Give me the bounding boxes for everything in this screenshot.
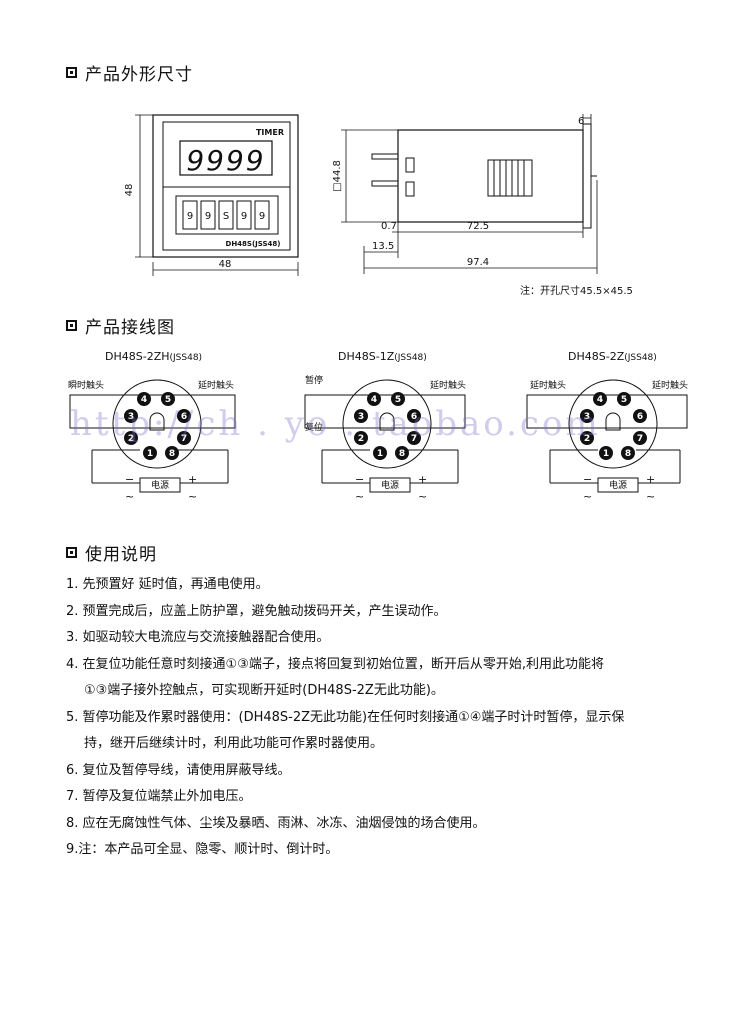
instruction-5: 5. 暂停功能及作累时器使用：(DH48S-2Z无此功能)在任何时刻接通①④端子… bbox=[66, 709, 625, 725]
dim-panel-label: □44.8 bbox=[332, 160, 343, 192]
svg-text:−: − bbox=[583, 473, 592, 486]
cutout-note: 注：开孔尺寸45.5×45.5 bbox=[520, 286, 633, 297]
pin-3: 3 bbox=[128, 412, 134, 422]
instruction-3: 3. 如驱动较大电流应与交流接触器配合使用。 bbox=[66, 630, 330, 645]
svg-text:7: 7 bbox=[637, 434, 643, 444]
watermark-text: http://ch . yo . taobao.com bbox=[70, 404, 601, 444]
side-vents bbox=[487, 159, 533, 197]
wiring-diagram-1: 4 5 3 6 2 7 1 8 瞬时触头 延时触头 电源 − + ~ ~ bbox=[68, 379, 236, 503]
dial-digit-3: S bbox=[223, 211, 229, 222]
wiring-title-2: DH48S-1Z(JSS48) bbox=[338, 350, 427, 363]
dial-digit-5: 9 bbox=[259, 211, 265, 222]
dim-depth-top-label: 6 bbox=[578, 116, 584, 127]
svg-text:8: 8 bbox=[625, 449, 631, 459]
svg-text:6: 6 bbox=[411, 412, 417, 422]
section-title-dimensions: 产品外形尺寸 bbox=[66, 60, 193, 85]
svg-text:~: ~ bbox=[418, 490, 427, 503]
svg-text:−: − bbox=[355, 473, 364, 486]
dimension-drawing: TIMER 9999 9 9 S 9 9 DH48S(JSS48) 48 48 bbox=[124, 114, 598, 276]
svg-text:5: 5 bbox=[621, 395, 627, 405]
svg-text:+: + bbox=[188, 473, 197, 486]
instruction-4-cont: ①③端子接外控触点，可实现断开延时(DH48S-2Z无此功能)。 bbox=[84, 683, 444, 698]
label-delay-contact-left: 延时触头 bbox=[530, 379, 566, 391]
square-bullet-icon bbox=[66, 320, 77, 331]
instruction-6: 6. 复位及暂停导线，请使用屏蔽导线。 bbox=[66, 762, 291, 778]
dial-digit-4: 9 bbox=[241, 211, 247, 222]
svg-text:~: ~ bbox=[583, 490, 592, 503]
wiring-diagrams: 4 5 3 6 2 7 1 8 瞬时触头 延时触头 电源 − + ~ ~ bbox=[68, 374, 688, 503]
label-pause: 暂停 bbox=[305, 374, 323, 386]
svg-text:~: ~ bbox=[125, 490, 134, 503]
svg-text:4: 4 bbox=[597, 395, 603, 405]
pin-8: 8 bbox=[169, 449, 175, 459]
label-reset: 复位 bbox=[305, 421, 323, 433]
svg-text:2: 2 bbox=[584, 434, 590, 444]
label-delay-contact: 延时触头 bbox=[430, 379, 466, 391]
svg-text:1: 1 bbox=[603, 449, 609, 459]
wiring-title-1: DH48S-2ZH(JSS48) bbox=[105, 350, 203, 363]
side-view bbox=[341, 114, 598, 274]
dim-07-label: 0.7 bbox=[381, 221, 397, 232]
section-title-usage: 使用说明 bbox=[66, 540, 157, 565]
usage-instructions: 1. 先预置好 延时值，再通电使用。 2. 预置完成后，应盖上防护罩，避免触动拨… bbox=[66, 572, 726, 864]
svg-text:5: 5 bbox=[395, 395, 401, 405]
display-digits: 9999 bbox=[186, 144, 265, 177]
wiring-diagram-2: 4 5 3 6 2 7 1 8 暂停 复位 延时触头 电源 − + ~ ~ bbox=[304, 374, 466, 503]
label-power: 电源 bbox=[151, 479, 169, 491]
instruction-9: 9.注：本产品可全显、隐零、顺计时、倒计时。 bbox=[66, 842, 339, 857]
square-bullet-icon bbox=[66, 67, 77, 78]
dim-135-label: 13.5 bbox=[372, 241, 394, 252]
dim-974-label: 97.4 bbox=[467, 257, 489, 268]
svg-text:电源: 电源 bbox=[609, 479, 627, 491]
label-delay-contact: 延时触头 bbox=[198, 379, 234, 391]
front-view bbox=[135, 114, 299, 276]
pin-5: 5 bbox=[165, 395, 171, 405]
dial-switches bbox=[182, 200, 270, 230]
side-pins bbox=[371, 153, 415, 197]
instruction-2: 2. 预置完成后，应盖上防护罩，避免触动拨码开关，产生误动作。 bbox=[66, 603, 447, 619]
svg-text:~: ~ bbox=[188, 490, 197, 503]
svg-text:+: + bbox=[646, 473, 655, 486]
pin-2: 2 bbox=[128, 434, 134, 444]
svg-text:~: ~ bbox=[646, 490, 655, 503]
model-label: DH48S(JSS48) bbox=[226, 240, 281, 248]
svg-text:1: 1 bbox=[377, 449, 383, 459]
dial-digit-2: 9 bbox=[205, 211, 211, 222]
svg-text:6: 6 bbox=[637, 412, 643, 422]
svg-text:7: 7 bbox=[411, 434, 417, 444]
dim-725-label: 72.5 bbox=[467, 221, 489, 232]
section-title-wiring: 产品接线图 bbox=[66, 313, 175, 338]
label-delay-contact-right: 延时触头 bbox=[652, 379, 688, 391]
svg-text:3: 3 bbox=[358, 412, 364, 422]
instruction-4: 4. 在复位功能任意时刻接通①③端子，接点将回复到初始位置，断开后从零开始,利用… bbox=[66, 656, 604, 672]
pin-7: 7 bbox=[181, 434, 187, 444]
wiring-diagram-3: 4 5 3 6 2 7 1 8 延时触头 延时触头 电源 − + ~ ~ bbox=[526, 379, 688, 503]
pin-4: 4 bbox=[141, 395, 147, 405]
svg-text:~: ~ bbox=[355, 490, 364, 503]
dial-digit-1: 9 bbox=[187, 211, 193, 222]
svg-text:4: 4 bbox=[371, 395, 377, 405]
svg-text:3: 3 bbox=[584, 412, 590, 422]
square-bullet-icon bbox=[66, 547, 77, 558]
instruction-8: 8. 应在无腐蚀性气体、尘埃及暴晒、雨淋、冰冻、油烟侵蚀的场合使用。 bbox=[66, 815, 486, 831]
svg-text:电源: 电源 bbox=[381, 479, 399, 491]
instruction-5-cont: 持，继开后继续计时，利用此功能可作累时器使用。 bbox=[84, 736, 384, 751]
wiring-title-3: DH48S-2Z(JSS48) bbox=[568, 350, 657, 363]
label-instant-contact: 瞬时触头 bbox=[68, 379, 104, 391]
svg-text:−: − bbox=[125, 473, 134, 486]
svg-text:+: + bbox=[418, 473, 427, 486]
pin-6: 6 bbox=[181, 412, 187, 422]
timer-label: TIMER bbox=[256, 128, 284, 137]
pin-1: 1 bbox=[147, 449, 153, 459]
instruction-7: 7. 暂停及复位端禁止外加电压。 bbox=[66, 789, 252, 804]
svg-text:8: 8 bbox=[399, 449, 405, 459]
svg-text:2: 2 bbox=[358, 434, 364, 444]
dim-width-label: 48 bbox=[219, 259, 232, 270]
instruction-1: 1. 先预置好 延时值，再通电使用。 bbox=[66, 577, 269, 592]
dim-height-label: 48 bbox=[124, 184, 135, 197]
